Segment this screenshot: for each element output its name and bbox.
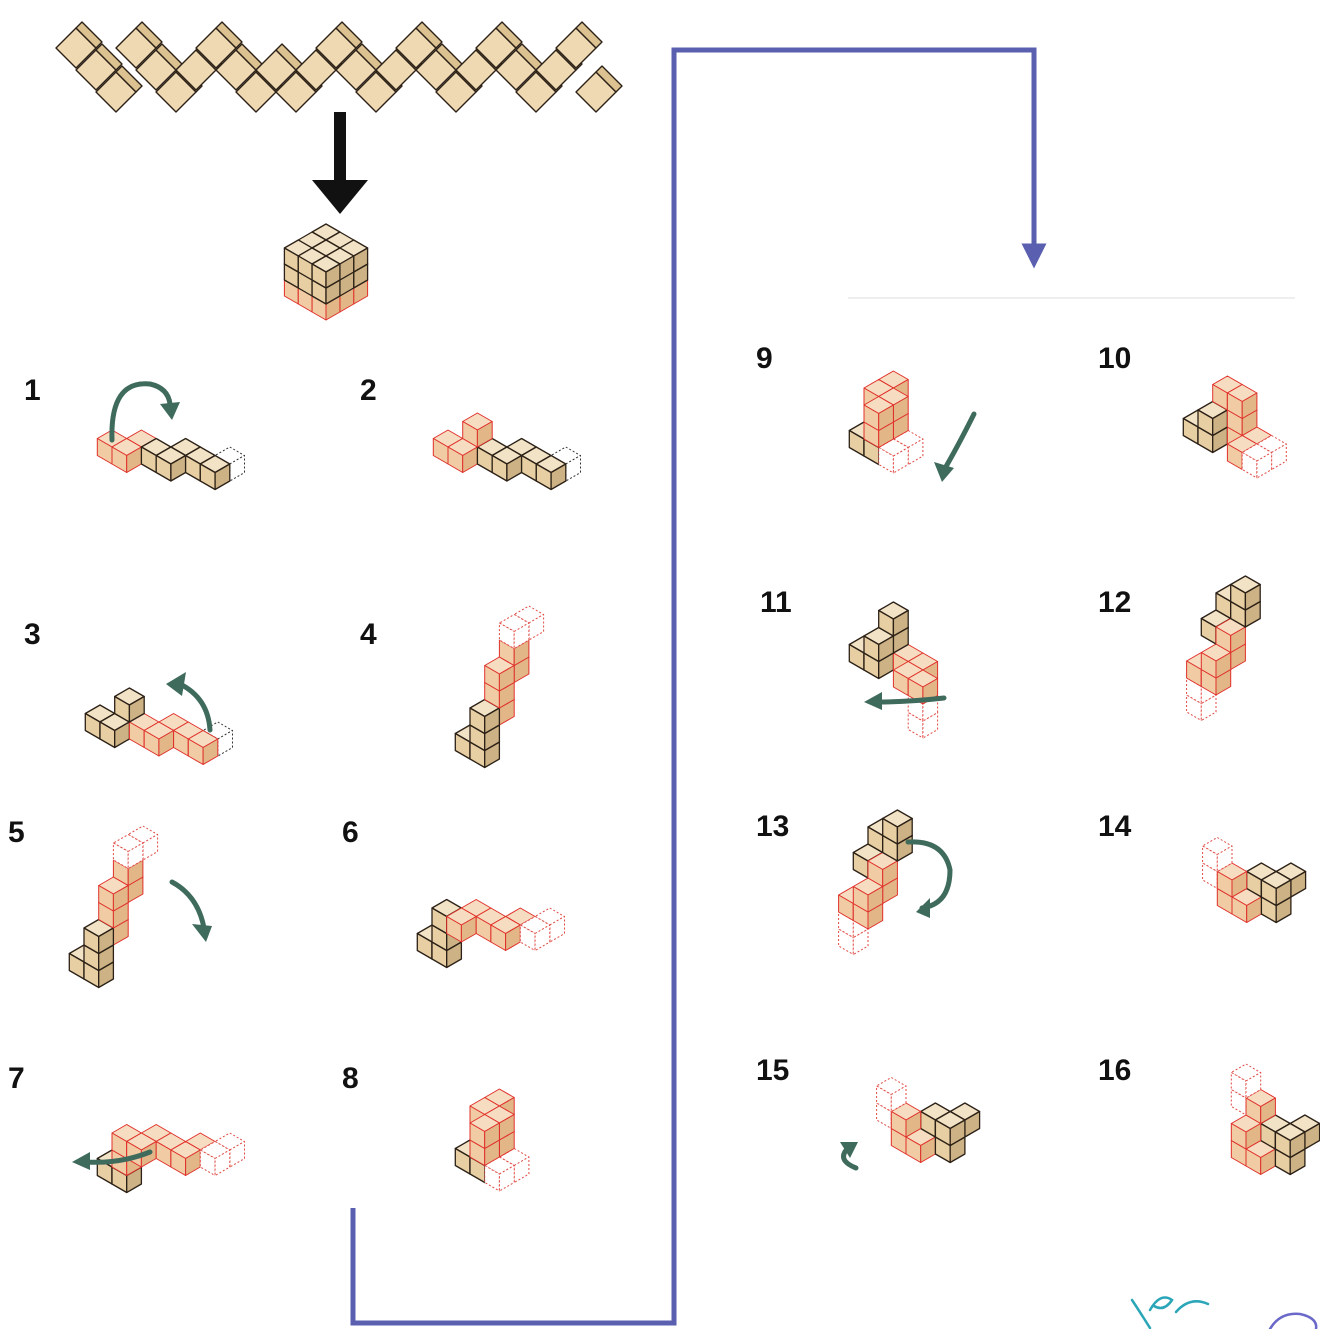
step-12-figure <box>1187 576 1261 721</box>
step-label-4: 4 <box>360 618 377 651</box>
rotation-arrows <box>72 384 974 1170</box>
step-16-figure <box>1231 1064 1319 1175</box>
curved-arrow-icon <box>840 1142 858 1168</box>
step-label-16: 16 <box>1098 1054 1131 1087</box>
step-label-10: 10 <box>1098 342 1131 375</box>
signature-logo <box>1132 1298 1316 1329</box>
step-1-figure <box>97 430 244 490</box>
step-label-11: 11 <box>760 586 792 619</box>
step-2-figure <box>433 413 580 490</box>
step-label-14: 14 <box>1098 810 1132 843</box>
unfolded-snake-diagram <box>56 22 622 112</box>
step-11-figure <box>849 602 937 738</box>
solved-cube-diagram <box>284 224 367 320</box>
step-5-figure <box>69 826 157 988</box>
step-4-figure <box>455 606 543 768</box>
snake-cube <box>576 66 622 112</box>
step-label-2: 2 <box>360 374 377 407</box>
curved-arrow-icon <box>112 384 180 440</box>
curved-arrow-icon <box>172 882 212 942</box>
step-label-15: 15 <box>756 1054 789 1087</box>
step-label-5: 5 <box>8 816 25 849</box>
curved-arrow-icon <box>934 414 974 482</box>
step-label-13: 13 <box>756 810 789 843</box>
step-label-6: 6 <box>342 816 359 849</box>
step-label-3: 3 <box>24 618 41 651</box>
step-label-12: 12 <box>1098 586 1131 619</box>
step-15-figure <box>877 1078 980 1163</box>
step-label-1: 1 <box>24 374 41 407</box>
step-label-9: 9 <box>756 342 773 375</box>
step-label-7: 7 <box>8 1062 25 1095</box>
step-8-figure <box>455 1089 529 1191</box>
step-14-figure <box>1203 838 1306 923</box>
step-13-figure <box>839 810 913 955</box>
step-10-figure <box>1183 376 1286 478</box>
down-arrow-icon <box>312 112 368 214</box>
step-9-figure <box>849 371 923 473</box>
step-label-8: 8 <box>342 1062 359 1095</box>
solved-cube-blocks <box>284 224 367 320</box>
curved-arrow-icon <box>908 842 950 918</box>
step-6-figure <box>417 900 564 968</box>
step-illustrations <box>69 371 1319 1193</box>
